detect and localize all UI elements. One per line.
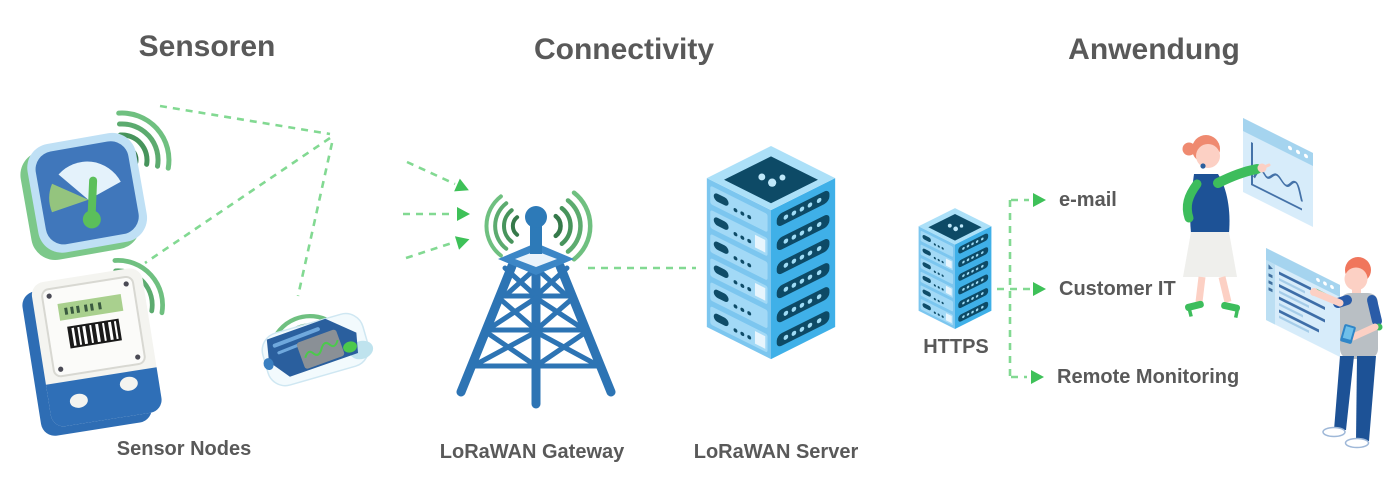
lorawan-gateway-label: LoRaWAN Gateway xyxy=(439,441,625,463)
wifi-signal-icon xyxy=(556,193,590,260)
output-label-email: e-mail xyxy=(1059,189,1117,211)
server-rack-icon xyxy=(706,146,836,360)
lorawan-server-label: LoRaWAN Server xyxy=(693,441,859,463)
dashed-connection-lines xyxy=(144,104,1031,379)
handheld-device-icon xyxy=(261,312,374,387)
utility-meter-icon xyxy=(22,268,162,436)
woman-illustration xyxy=(1182,135,1271,318)
output-label-customer-it: Customer IT xyxy=(1059,278,1176,300)
section-title-connectivity: Connectivity xyxy=(533,33,715,66)
https-label: HTTPS xyxy=(923,336,989,358)
man-illustration xyxy=(1310,257,1383,449)
list-window-icon xyxy=(1266,247,1340,358)
https-server-rack-icon xyxy=(918,208,992,330)
wifi-signal-icon xyxy=(486,196,517,255)
radio-tower-icon xyxy=(456,206,616,409)
section-title-sensors: Sensoren xyxy=(138,30,276,63)
sensor-nodes-label: Sensor Nodes xyxy=(116,438,252,460)
section-title-application: Anwendung xyxy=(1068,33,1240,66)
output-label-remote-monitoring: Remote Monitoring xyxy=(1057,366,1240,388)
chart-window-icon xyxy=(1243,118,1313,228)
gauge-sensor-icon xyxy=(20,132,148,261)
